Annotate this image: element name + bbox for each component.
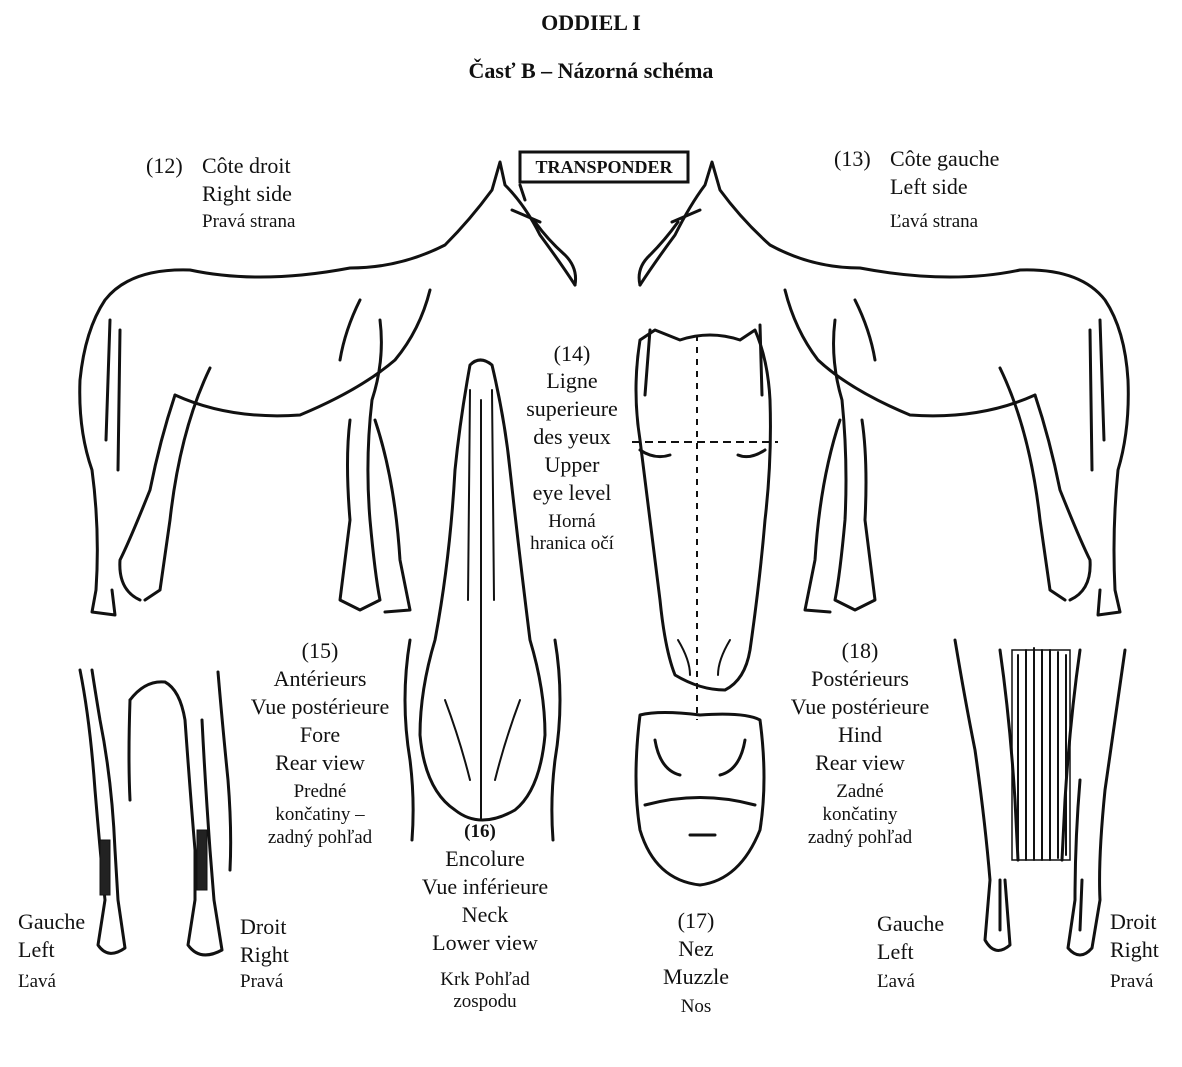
label-17-sk: Nos <box>636 995 756 1019</box>
label-12-num: (12) <box>146 152 183 180</box>
fore-right-en: Right <box>240 941 289 969</box>
fore-left-fr: Gauche <box>18 908 85 936</box>
label-14-en1: Upper <box>512 451 632 479</box>
label-14-fr3: des yeux <box>512 423 632 451</box>
label-15-num: (15) <box>240 637 400 665</box>
hind-left-sk: Ľavá <box>877 970 915 994</box>
label-18-sk3: zadný pohľad <box>780 826 940 850</box>
horse-head-front-icon <box>632 325 778 720</box>
transponder-label: TRANSPONDER <box>520 153 688 181</box>
label-14-fr2: superieure <box>507 395 637 423</box>
label-15-en1: Fore <box>240 721 400 749</box>
label-14-sk1: Horná <box>512 510 632 534</box>
hind-right-en: Right <box>1110 936 1159 964</box>
label-16-sk1: Krk Pohľad <box>405 968 565 992</box>
fore-left-en: Left <box>18 936 55 964</box>
label-16-fr1: Encolure <box>405 845 565 873</box>
label-12-sk: Pravá strana <box>202 210 295 234</box>
label-13-num: (13) <box>834 145 871 173</box>
label-17-num: (17) <box>636 907 756 935</box>
label-15-sk2: končatiny – <box>240 803 400 827</box>
label-13-sk: Ľavá strana <box>890 210 978 234</box>
label-12-fr: Côte droit <box>202 152 291 180</box>
fore-legs-rear-view-icon <box>80 670 231 955</box>
fore-left-sk: Ľavá <box>18 970 56 994</box>
hind-legs-rear-view-icon <box>955 640 1125 955</box>
label-16-sk2: zospodu <box>405 990 565 1014</box>
horse-left-side-icon <box>639 162 1128 615</box>
label-17-en: Muzzle <box>636 963 756 991</box>
label-13-en: Left side <box>890 173 968 201</box>
label-16-en1: Neck <box>405 901 565 929</box>
label-15-fr1: Antérieurs <box>240 665 400 693</box>
label-12-en: Right side <box>202 180 292 208</box>
label-18-num: (18) <box>780 637 940 665</box>
hind-right-sk: Pravá <box>1110 970 1153 994</box>
label-16-fr2: Vue inférieure <box>400 873 570 901</box>
label-15-sk3: zadný pohľad <box>240 826 400 850</box>
label-15-fr2: Vue postérieure <box>235 693 405 721</box>
label-18-en1: Hind <box>780 721 940 749</box>
hind-left-fr: Gauche <box>877 910 944 938</box>
label-18-fr1: Postérieurs <box>780 665 940 693</box>
fore-right-sk: Pravá <box>240 970 283 994</box>
label-18-fr2: Vue postérieure <box>775 693 945 721</box>
fore-right-fr: Droit <box>240 913 286 941</box>
label-13-fr: Côte gauche <box>890 145 999 173</box>
label-18-en2: Rear view <box>780 749 940 777</box>
label-14-sk2: hranica očí <box>507 532 637 556</box>
label-14-fr1: Ligne <box>512 367 632 395</box>
label-14-num: (14) <box>512 340 632 368</box>
label-16-en2: Lower view <box>405 929 565 957</box>
label-16-num: (16) <box>440 820 520 844</box>
label-18-sk1: Zadné <box>780 780 940 804</box>
label-15-sk1: Predné <box>240 780 400 804</box>
label-17-fr: Nez <box>636 935 756 963</box>
label-15-en2: Rear view <box>240 749 400 777</box>
horse-muzzle-icon <box>636 713 764 886</box>
label-18-sk2: končatiny <box>780 803 940 827</box>
horse-right-side-icon <box>80 162 576 615</box>
label-14-en2: eye level <box>512 479 632 507</box>
hind-left-en: Left <box>877 938 914 966</box>
hind-right-fr: Droit <box>1110 908 1156 936</box>
